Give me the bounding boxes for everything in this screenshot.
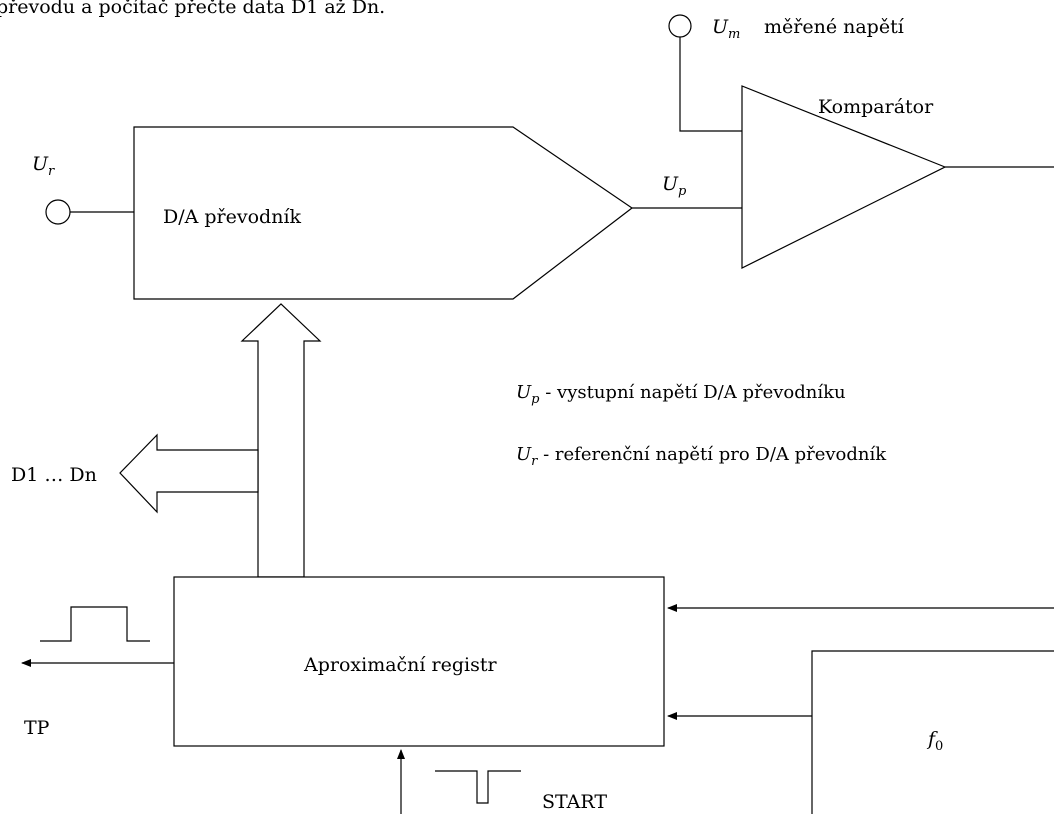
data-bus-label: D1 … Dn — [11, 464, 97, 486]
register-label: Aproximační registr — [303, 654, 497, 676]
measured-voltage-label: měřené napětí — [764, 16, 905, 38]
register-block — [173, 576, 665, 747]
dac-output-symbol: Up — [662, 173, 687, 199]
clock-block — [811, 650, 1054, 814]
measured-voltage-terminal — [668, 14, 692, 38]
data-bus-up-arrow — [240, 303, 322, 578]
reference-voltage-terminal — [45, 199, 71, 225]
measured-voltage-symbol: Um — [712, 16, 740, 42]
start-label: START — [542, 791, 607, 813]
comparator-label: Komparátor — [818, 96, 934, 118]
measured-voltage-wire — [679, 37, 742, 132]
data-bus-left-arrow — [119, 433, 259, 514]
dac-block — [133, 126, 634, 300]
reference-voltage-symbol: Ur — [32, 153, 55, 179]
tp-label: TP — [24, 717, 50, 739]
header-text: převodu a počítač přečte data D1 až Dn. — [0, 0, 385, 18]
tp-pulse-waveform — [40, 606, 150, 642]
dac-label: D/A převodník — [163, 206, 302, 228]
comparator-symbol — [741, 85, 947, 269]
legend-item-ur: Ur - referenční napětí pro D/A převodník — [516, 444, 887, 469]
legend-item-up: Up - vystupní napětí D/A převodníku — [516, 382, 846, 407]
clock-label: f0 — [926, 728, 943, 754]
start-pulse-waveform — [435, 770, 521, 804]
